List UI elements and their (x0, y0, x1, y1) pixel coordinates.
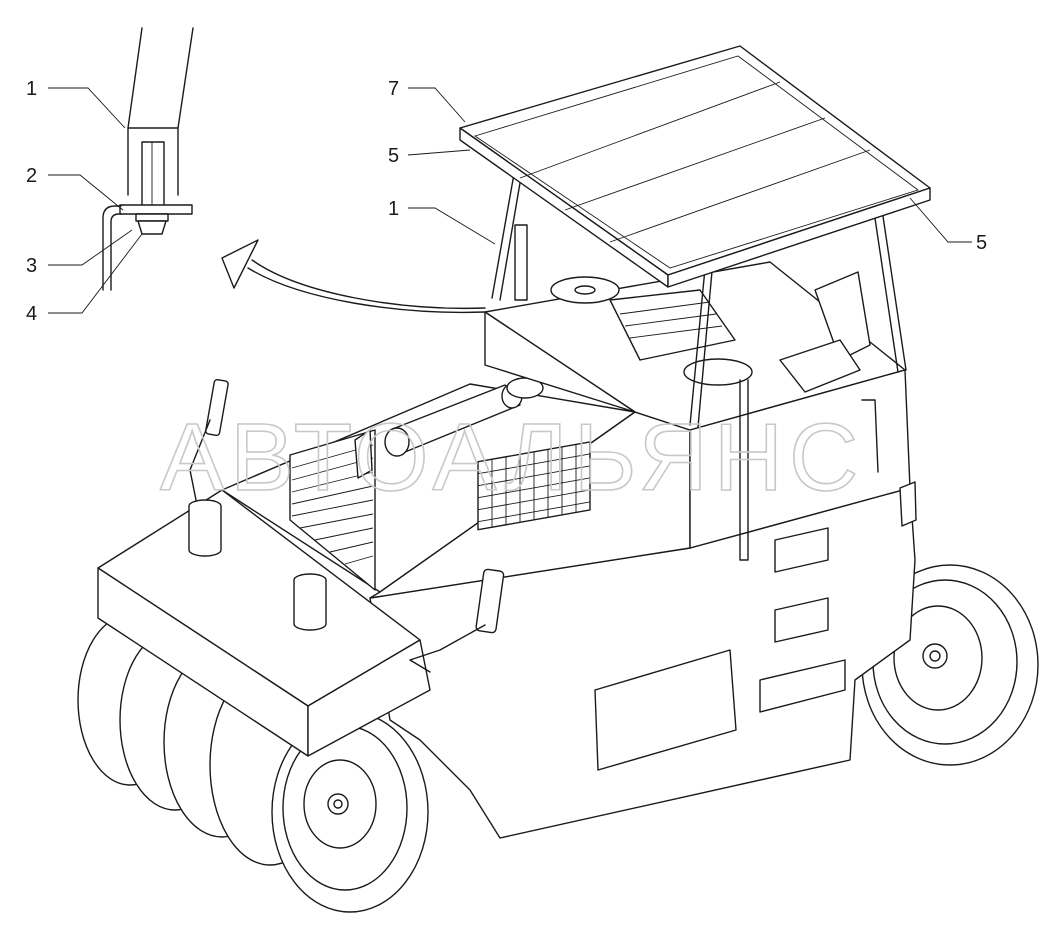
callout-main-5-right: 5 (976, 232, 987, 254)
front-box-side (307, 639, 431, 757)
canopy-roof (459, 45, 931, 276)
leader-line-7 (408, 87, 466, 123)
handrail-left (514, 224, 528, 301)
detail-view (48, 27, 194, 314)
mirror-left (189, 378, 229, 501)
watermark-text: АВТОАЛЬЯНС (160, 404, 864, 511)
callout-main-7: 7 (388, 78, 399, 100)
handrail-right (739, 379, 749, 561)
road-roller (77, 45, 1039, 913)
callout-detail-2: 2 (26, 165, 37, 187)
control-console (609, 289, 736, 361)
callout-detail-1: 1 (26, 78, 37, 100)
louver-panel (289, 429, 376, 591)
leader-line-4 (48, 233, 143, 314)
leader-line-1 (48, 87, 126, 129)
front-tires (77, 614, 429, 913)
canopy (459, 45, 931, 428)
leader-line-5-left (407, 149, 471, 156)
callout-detail-3: 3 (26, 255, 37, 277)
leader-line-5-right (909, 197, 972, 243)
front-tank-right (293, 573, 327, 631)
detail-arrow (221, 239, 486, 314)
cab-front-wall (484, 311, 636, 413)
callout-main-5-left: 5 (388, 145, 399, 167)
front-tank-left (188, 499, 222, 557)
steering-wheel (550, 276, 753, 386)
leader-line-1-main (408, 207, 496, 245)
handrail-rear (861, 399, 879, 473)
callout-detail-4: 4 (26, 303, 37, 325)
operator-seat (779, 271, 871, 393)
leader-line-3 (48, 229, 133, 266)
mirror-right (409, 568, 505, 673)
leader-line-2 (48, 174, 124, 211)
muffler (354, 377, 544, 479)
callout-main-1: 1 (388, 198, 399, 220)
